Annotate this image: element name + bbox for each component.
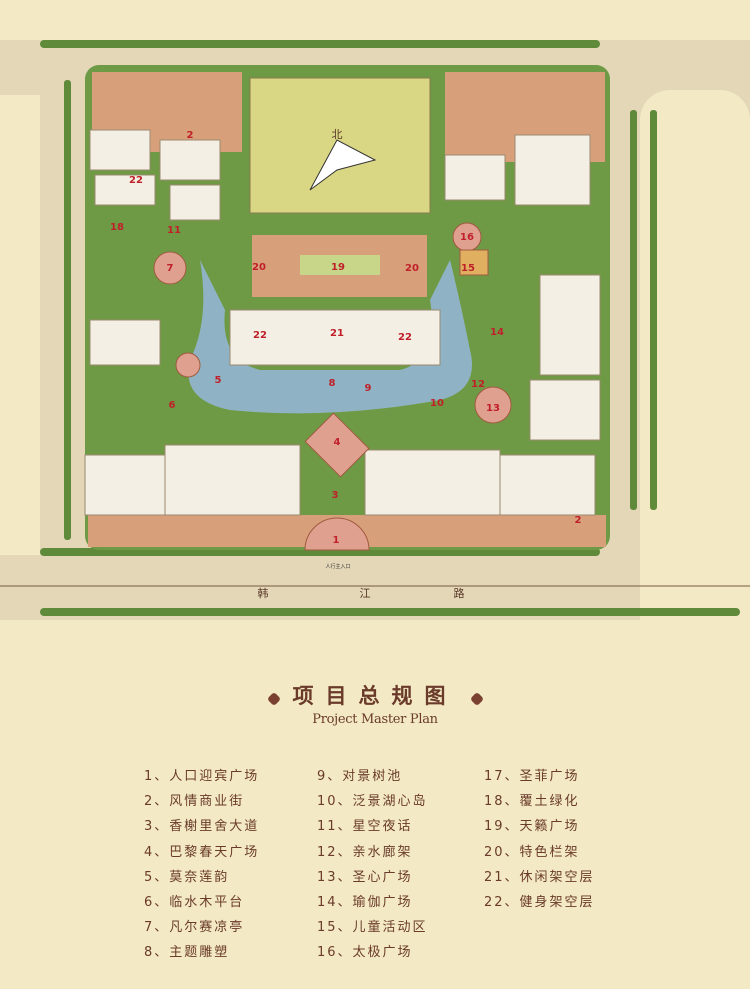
legend-item: 11、星空夜话 [317,819,413,835]
legend-item: 19、天籁广场 [484,819,580,835]
legend-column-2: 9、对景树池 10、泛景湖心岛 11、星空夜话 12、亲水廊架 13、圣心广场 14、瑜伽… [317,764,428,966]
west-block [0,95,40,555]
map-label: 7 [167,263,174,274]
east-block [640,90,750,640]
map-label: 6 [169,400,176,411]
lake [188,260,473,414]
map-labels: 1 2 2 3 4 5 6 7 8 9 10 11 12 13 14 15 16… [110,130,581,546]
legend-item: 9、对景树池 [317,769,403,784]
legend-item: 8、主题雕塑 [144,945,230,961]
title-en: Project Master Plan [312,712,438,727]
legend-item: 2、风情商业街 [144,794,245,810]
legend-item: 18、覆土绿化 [484,794,580,810]
map-label: 10 [430,398,444,409]
map-label: 8 [329,378,336,389]
legend-item: 13、圣心广场 [317,869,413,885]
legend-item: 21、休闲架空层 [484,869,595,885]
legend-item: 16、太极广场 [317,945,413,961]
map-label: 3 [332,490,339,501]
map-label: 22 [253,330,267,341]
map-label: 9 [365,383,372,394]
title-cn: 项目总规图 [292,683,458,708]
map-label: 20 [405,263,419,274]
plan-title: 项目总规图 Project Master Plan [0,680,750,727]
master-plan-map: 北 人行主入口 韩 江 路 1 2 2 3 4 5 6 7 8 9 10 11 … [0,40,750,640]
road-name-2: 江 [360,587,371,600]
legend-item: 7、凡尔赛凉亭 [144,920,245,936]
legend-item: 15、儿童活动区 [317,920,428,936]
map-label: 22 [398,332,412,343]
north-field [249,77,431,214]
map-label: 11 [167,225,181,236]
map-label: 2 [575,515,582,526]
buildings [84,129,601,516]
map-label: 18 [110,222,124,233]
legend-item: 5、莫奈莲韵 [144,869,230,885]
legend-item: 3、香榭里舍大道 [144,819,260,835]
legend-item: 4、巴黎春天广场 [144,844,260,860]
legend-item: 1、人口迎宾广场 [144,769,260,784]
ornament-icon [266,691,281,706]
legend-item: 17、圣菲广场 [484,769,580,784]
legend-item: 14、瑜伽广场 [317,894,413,910]
ornament-icon [469,691,484,706]
legend-item: 10、泛景湖心岛 [317,794,428,810]
north-arrow: 北 [309,128,377,191]
pavilions [153,222,512,551]
road-name-1: 韩 [258,586,269,600]
map-label: 4 [334,437,341,448]
map-label: 16 [460,232,474,243]
map-label: 14 [490,327,504,338]
map-label: 15 [461,263,475,274]
legend-item: 22、健身架空层 [484,894,595,910]
legend-item: 6、临水木平台 [144,894,245,910]
map-label: 19 [331,262,345,273]
map-label: 20 [252,262,266,273]
legend-column-1: 1、人口迎宾广场 2、风情商业街 3、香榭里舍大道 4、巴黎春天广场 5、莫奈莲韵 6、临… [144,764,259,966]
legend-column-3: 17、圣菲广场 18、覆土绿化 19、天籁广场 20、特色栏架 21、休闲架空层 22、健… [484,764,595,915]
map-label: 1 [333,535,340,546]
entrance-label: 人行主入口 [325,563,350,570]
map-label: 22 [129,175,143,186]
legend-item: 20、特色栏架 [484,844,580,860]
legend-item: 12、亲水廊架 [317,844,413,860]
map-label: 12 [471,379,485,390]
map-label: 2 [187,130,194,141]
north-label: 北 [332,128,343,141]
plaza-lawn [300,255,380,275]
map-label: 5 [215,375,222,386]
road-name-3: 路 [454,587,465,600]
map-label: 13 [486,403,500,414]
map-label: 21 [330,328,344,339]
